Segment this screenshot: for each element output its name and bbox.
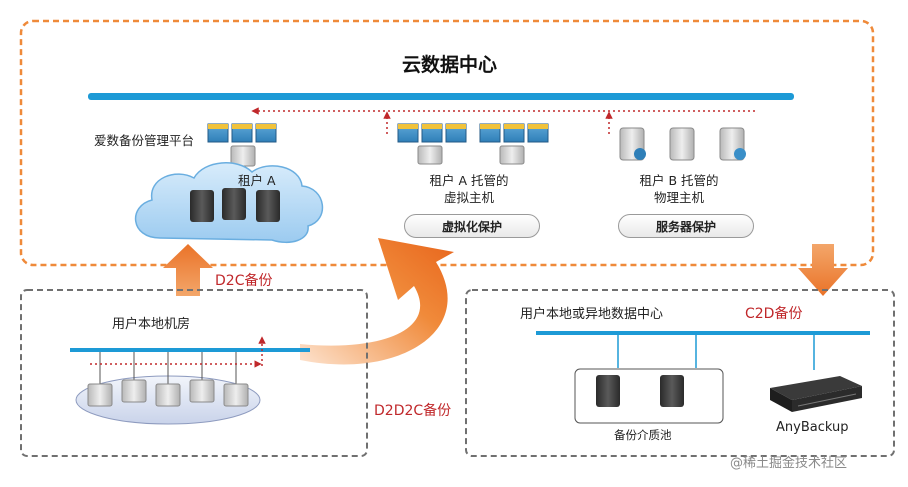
server-protection-badge: 服务器保护 <box>618 214 754 238</box>
c2d-arrow <box>798 244 848 296</box>
d2d2c-arrow <box>300 238 454 365</box>
remote-dc-label: 用户本地或异地数据中心 <box>520 307 664 322</box>
d2c-arrow <box>163 244 213 296</box>
remote-dc-bus <box>536 331 870 335</box>
watermark: @稀土掘金技术社区 <box>730 456 848 471</box>
local-room-frame <box>20 289 368 457</box>
cloud-dc-title: 云数据中心 <box>402 54 498 76</box>
tenant-a-label: 租户 A <box>238 173 276 188</box>
tenant-a-vm-group <box>397 123 549 165</box>
remote-dc-frame <box>465 289 895 457</box>
local-room-label: 用户本地机房 <box>112 317 191 332</box>
anybackup-label: AnyBackup <box>776 420 849 435</box>
c2d-label: C2D备份 <box>745 306 803 322</box>
local-room-server-group <box>87 352 249 407</box>
tenant-a-hosted-line2: 虚拟主机 <box>443 190 494 205</box>
media-pool-box <box>574 368 724 424</box>
virtualization-protection-badge: 虚拟化保护 <box>404 214 540 238</box>
media-pool-server-icons <box>596 375 684 407</box>
d2c-label: D2C备份 <box>215 273 273 289</box>
tenant-b-hosted-line1: 租户 B 托管的 <box>639 173 719 188</box>
platform-label: 爱数备份管理平台 <box>94 133 195 148</box>
platform-vm-group <box>207 123 277 167</box>
tenant-b-hosted-line2: 物理主机 <box>653 190 704 205</box>
anybackup-appliance <box>770 376 862 412</box>
cloud-dc-frame <box>19 19 875 267</box>
tenant-b-server-group <box>619 127 746 161</box>
cloud-server-icons <box>190 188 280 222</box>
d2d2c-label: D2D2C备份 <box>374 403 452 419</box>
local-room-bus <box>70 348 310 352</box>
cloud-dc-bus <box>88 93 794 100</box>
media-pool-label: 备份介质池 <box>614 428 672 442</box>
tenant-a-hosted-line1: 租户 A 托管的 <box>429 173 509 188</box>
